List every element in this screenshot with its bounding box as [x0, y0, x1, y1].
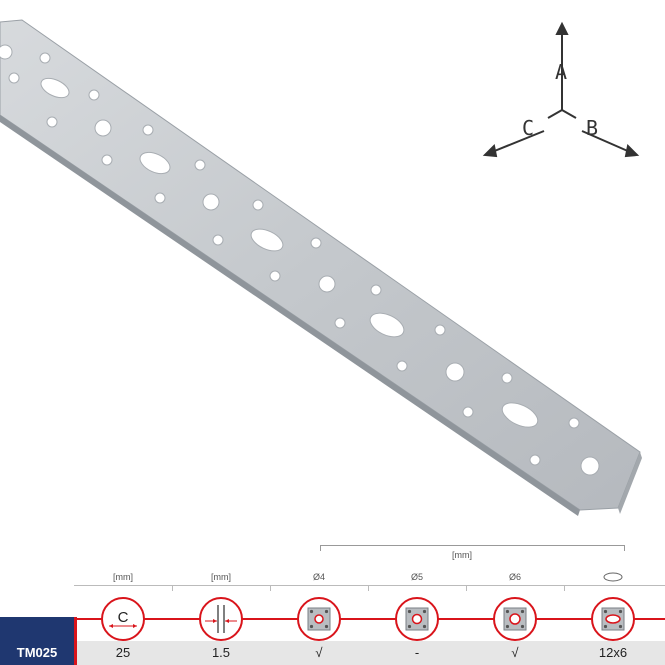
hole-plate-icon	[297, 597, 341, 641]
svg-text:C: C	[118, 609, 129, 626]
thickness-icon	[199, 597, 243, 641]
column-header-oval	[564, 572, 662, 584]
values-bar	[74, 641, 665, 665]
header-divider	[172, 585, 173, 591]
oval-slot-icon	[591, 597, 635, 641]
value-hole-5: -	[414, 645, 420, 660]
column-header-hole-6: Ø6	[508, 572, 521, 582]
value-hole-4: √	[315, 645, 323, 660]
perforated-flat-strap-image	[0, 19, 642, 516]
spec-red-line	[74, 618, 665, 620]
header-divider	[564, 585, 565, 591]
hole-plate-icon	[493, 597, 537, 641]
width-c-icon: C	[101, 597, 145, 641]
axis-label-c: C	[522, 116, 535, 140]
value-oval: 12x6	[598, 645, 628, 660]
axis-indicator	[482, 21, 640, 158]
hole-group-unit: [mm]	[452, 550, 472, 560]
hole-group-bracket	[320, 545, 625, 556]
column-header-hole-4: Ø4	[312, 572, 325, 582]
header-divider	[466, 585, 467, 591]
value-width: 25	[115, 645, 131, 660]
axis-label-a: A	[555, 60, 568, 84]
product-code-box	[0, 617, 74, 665]
header-divider	[368, 585, 369, 591]
product-code: TM025	[16, 645, 58, 660]
product-code-divider	[74, 617, 77, 665]
column-header-width: [mm]	[113, 572, 133, 582]
column-header-hole-5: Ø5	[410, 572, 423, 582]
value-hole-6: √	[511, 645, 519, 660]
hole-plate-icon	[395, 597, 439, 641]
value-thickness: 1.5	[211, 645, 231, 660]
column-header-thickness: [mm]	[211, 572, 231, 582]
oval-header-icon	[603, 572, 623, 582]
axis-label-b: B	[586, 116, 599, 140]
header-divider	[270, 585, 271, 591]
header-rule	[74, 585, 665, 586]
